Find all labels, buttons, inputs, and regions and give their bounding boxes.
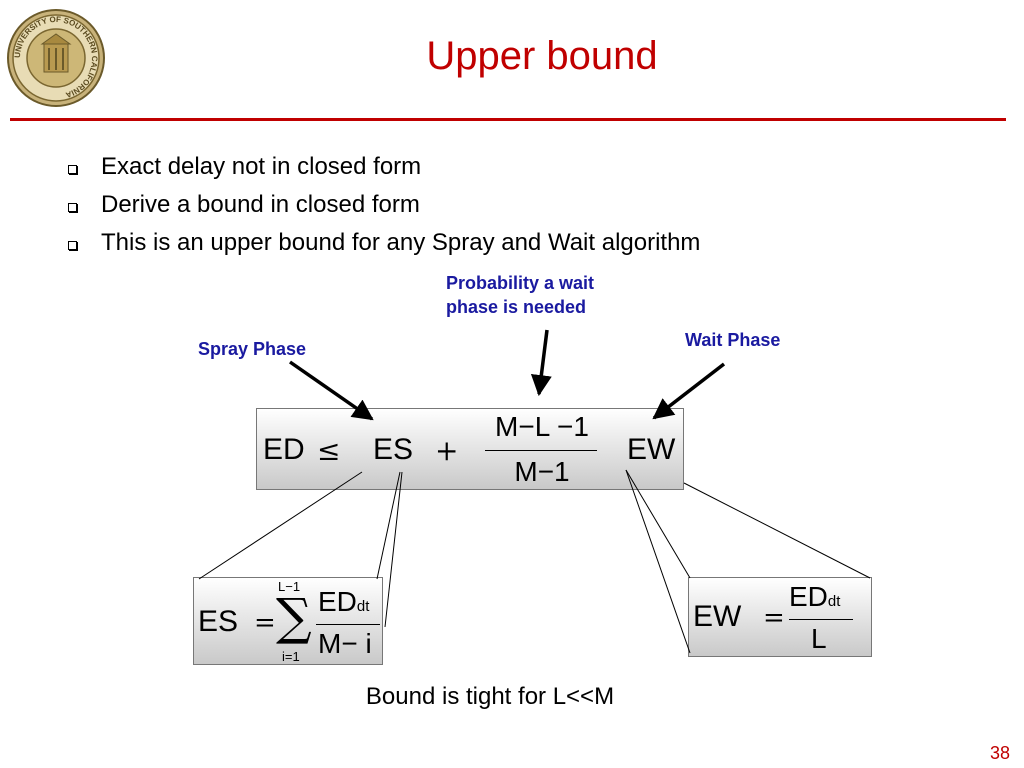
connector-line <box>625 469 691 654</box>
ew-equation-box: EW = EDdt L <box>688 577 872 657</box>
ew-numerator-ed: ED <box>789 581 828 612</box>
eq-fraction-denominator: M−1 <box>514 456 570 487</box>
bullet-list: Exact delay not in closed form Derive a … <box>64 148 700 262</box>
spray-phase-callout: Spray Phase <box>198 339 307 359</box>
university-seal-logo: UNIVERSITY OF SOUTHERN CALIFORNIA <box>7 9 105 107</box>
es-numerator-ed: ED <box>318 586 357 617</box>
es-fraction-numerator: EDdt <box>318 588 369 616</box>
connector-line <box>384 471 403 628</box>
eq-fraction-bar <box>485 450 597 451</box>
eq-es: ES <box>373 433 414 466</box>
square-bullet-icon <box>68 241 77 250</box>
eq-ed: ED <box>263 433 305 466</box>
title-divider <box>10 118 1006 121</box>
bound-note: Bound is tight for L<<M <box>365 683 615 710</box>
bullet-item: Derive a bound in closed form <box>64 186 700 224</box>
eq-fraction-numerator: M−L −1 <box>495 411 589 442</box>
probability-callout: Probability a wait phase is needed <box>446 271 594 319</box>
probability-callout-line2: phase is needed <box>446 297 587 317</box>
square-bullet-icon <box>68 165 77 174</box>
probability-arrow <box>530 329 552 397</box>
square-bullet-icon <box>68 203 77 212</box>
ew-lhs: EW <box>693 600 742 633</box>
bullet-text: Exact delay not in closed form <box>101 153 422 180</box>
summation-symbol: ∑ <box>276 588 312 646</box>
ew-equals-symbol: = <box>763 603 785 633</box>
wait-phase-callout: Wait Phase <box>685 330 781 350</box>
es-numerator-subscript: dt <box>356 598 370 615</box>
page-number: 38 <box>989 743 1010 763</box>
bullet-item: This is an upper bound for any Spray and… <box>64 224 700 262</box>
slide-title: Upper bound <box>426 34 658 78</box>
es-lhs: ES <box>198 605 239 638</box>
ew-fraction-denominator: L <box>811 623 827 654</box>
ew-fraction-bar <box>789 619 853 620</box>
es-equals-symbol: = <box>254 608 276 638</box>
probability-callout-line1: Probability a wait <box>446 273 595 293</box>
bullet-item: Exact delay not in closed form <box>64 148 700 186</box>
es-fraction-bar <box>316 624 380 625</box>
eq-leq-symbol: ≤ <box>317 434 341 467</box>
main-equation-box: ED ≤ ES + M−L −1 M−1 EW <box>256 408 684 490</box>
sum-lower-limit: i=1 <box>282 649 300 664</box>
sum-upper-limit: L−1 <box>278 579 301 594</box>
es-equation-box: ES = L−1 ∑ i=1 EDdt M− i <box>193 577 383 665</box>
bullet-text: Derive a bound in closed form <box>101 191 420 218</box>
es-fraction-denominator: M− i <box>318 628 372 659</box>
connector-line <box>683 482 871 579</box>
ew-fraction-numerator: EDdt <box>789 583 840 611</box>
eq-plus-symbol: + <box>435 434 459 467</box>
ew-numerator-subscript: dt <box>827 593 841 610</box>
eq-ew: EW <box>627 433 676 466</box>
bullet-text: This is an upper bound for any Spray and… <box>101 229 701 256</box>
